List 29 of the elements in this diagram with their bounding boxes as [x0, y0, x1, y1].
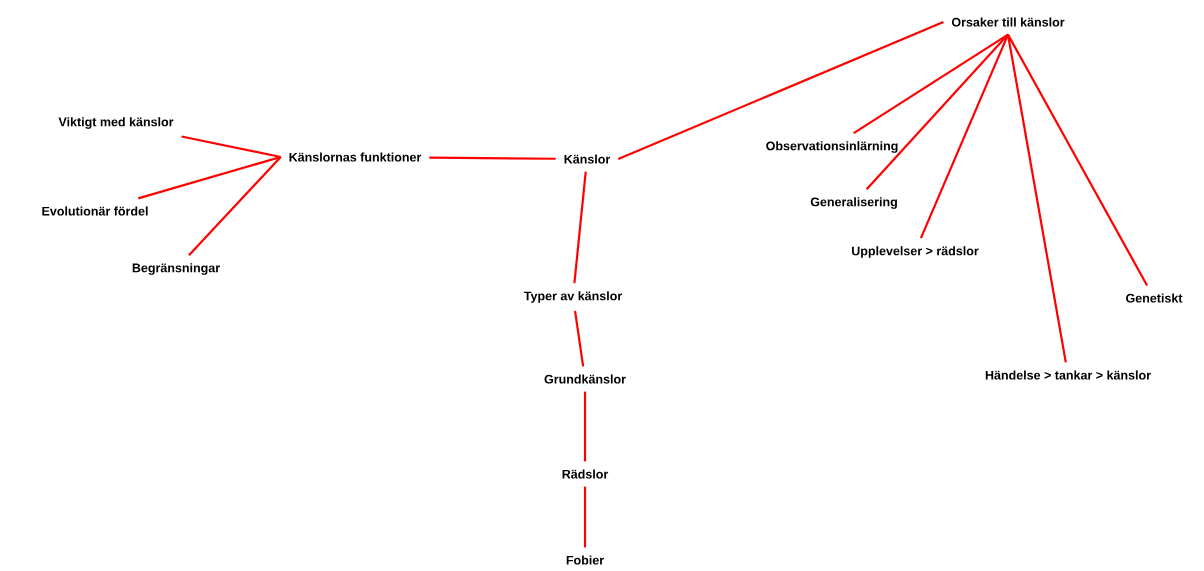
- connector-line: [181, 135, 281, 159]
- topic-label: Evolutionär fördel: [42, 206, 148, 216]
- topic-label: Upplevelser > rädslor: [852, 246, 979, 258]
- topic-label: Orsaker till känslor: [951, 17, 1065, 27]
- topic-label: Typer av känslor: [523, 291, 622, 303]
- topic-label: Grundkänslor: [544, 374, 626, 384]
- connector-line: [919, 34, 1010, 239]
- topic-label: Rädslor: [562, 469, 609, 479]
- connector-line: [853, 33, 1009, 135]
- topic-label: Fobier: [566, 555, 604, 565]
- connector-line: [137, 155, 281, 200]
- topic-label: Känslor: [564, 154, 611, 164]
- topic-label: Generalisering: [810, 197, 897, 209]
- topic-label: Händelse > tankar > känslor: [985, 370, 1151, 380]
- topic-label: Observationsinlärning: [766, 141, 898, 153]
- connector-line: [617, 21, 944, 160]
- connector-line: [1006, 34, 1067, 363]
- connector-line: [865, 33, 1009, 190]
- connector-line: [429, 156, 556, 160]
- topic-label: Begränsningar: [132, 263, 220, 275]
- topic-label: Känslornas funktioner: [289, 152, 422, 162]
- connector-line: [188, 156, 282, 256]
- topic-label: Genetiskt: [1126, 293, 1183, 303]
- connector-line: [583, 486, 587, 548]
- connector-line: [573, 310, 585, 367]
- connector-line: [573, 171, 587, 284]
- connector-line: [583, 391, 587, 462]
- topic-label: Viktigt med känslor: [58, 117, 174, 129]
- connector-line: [1007, 34, 1149, 286]
